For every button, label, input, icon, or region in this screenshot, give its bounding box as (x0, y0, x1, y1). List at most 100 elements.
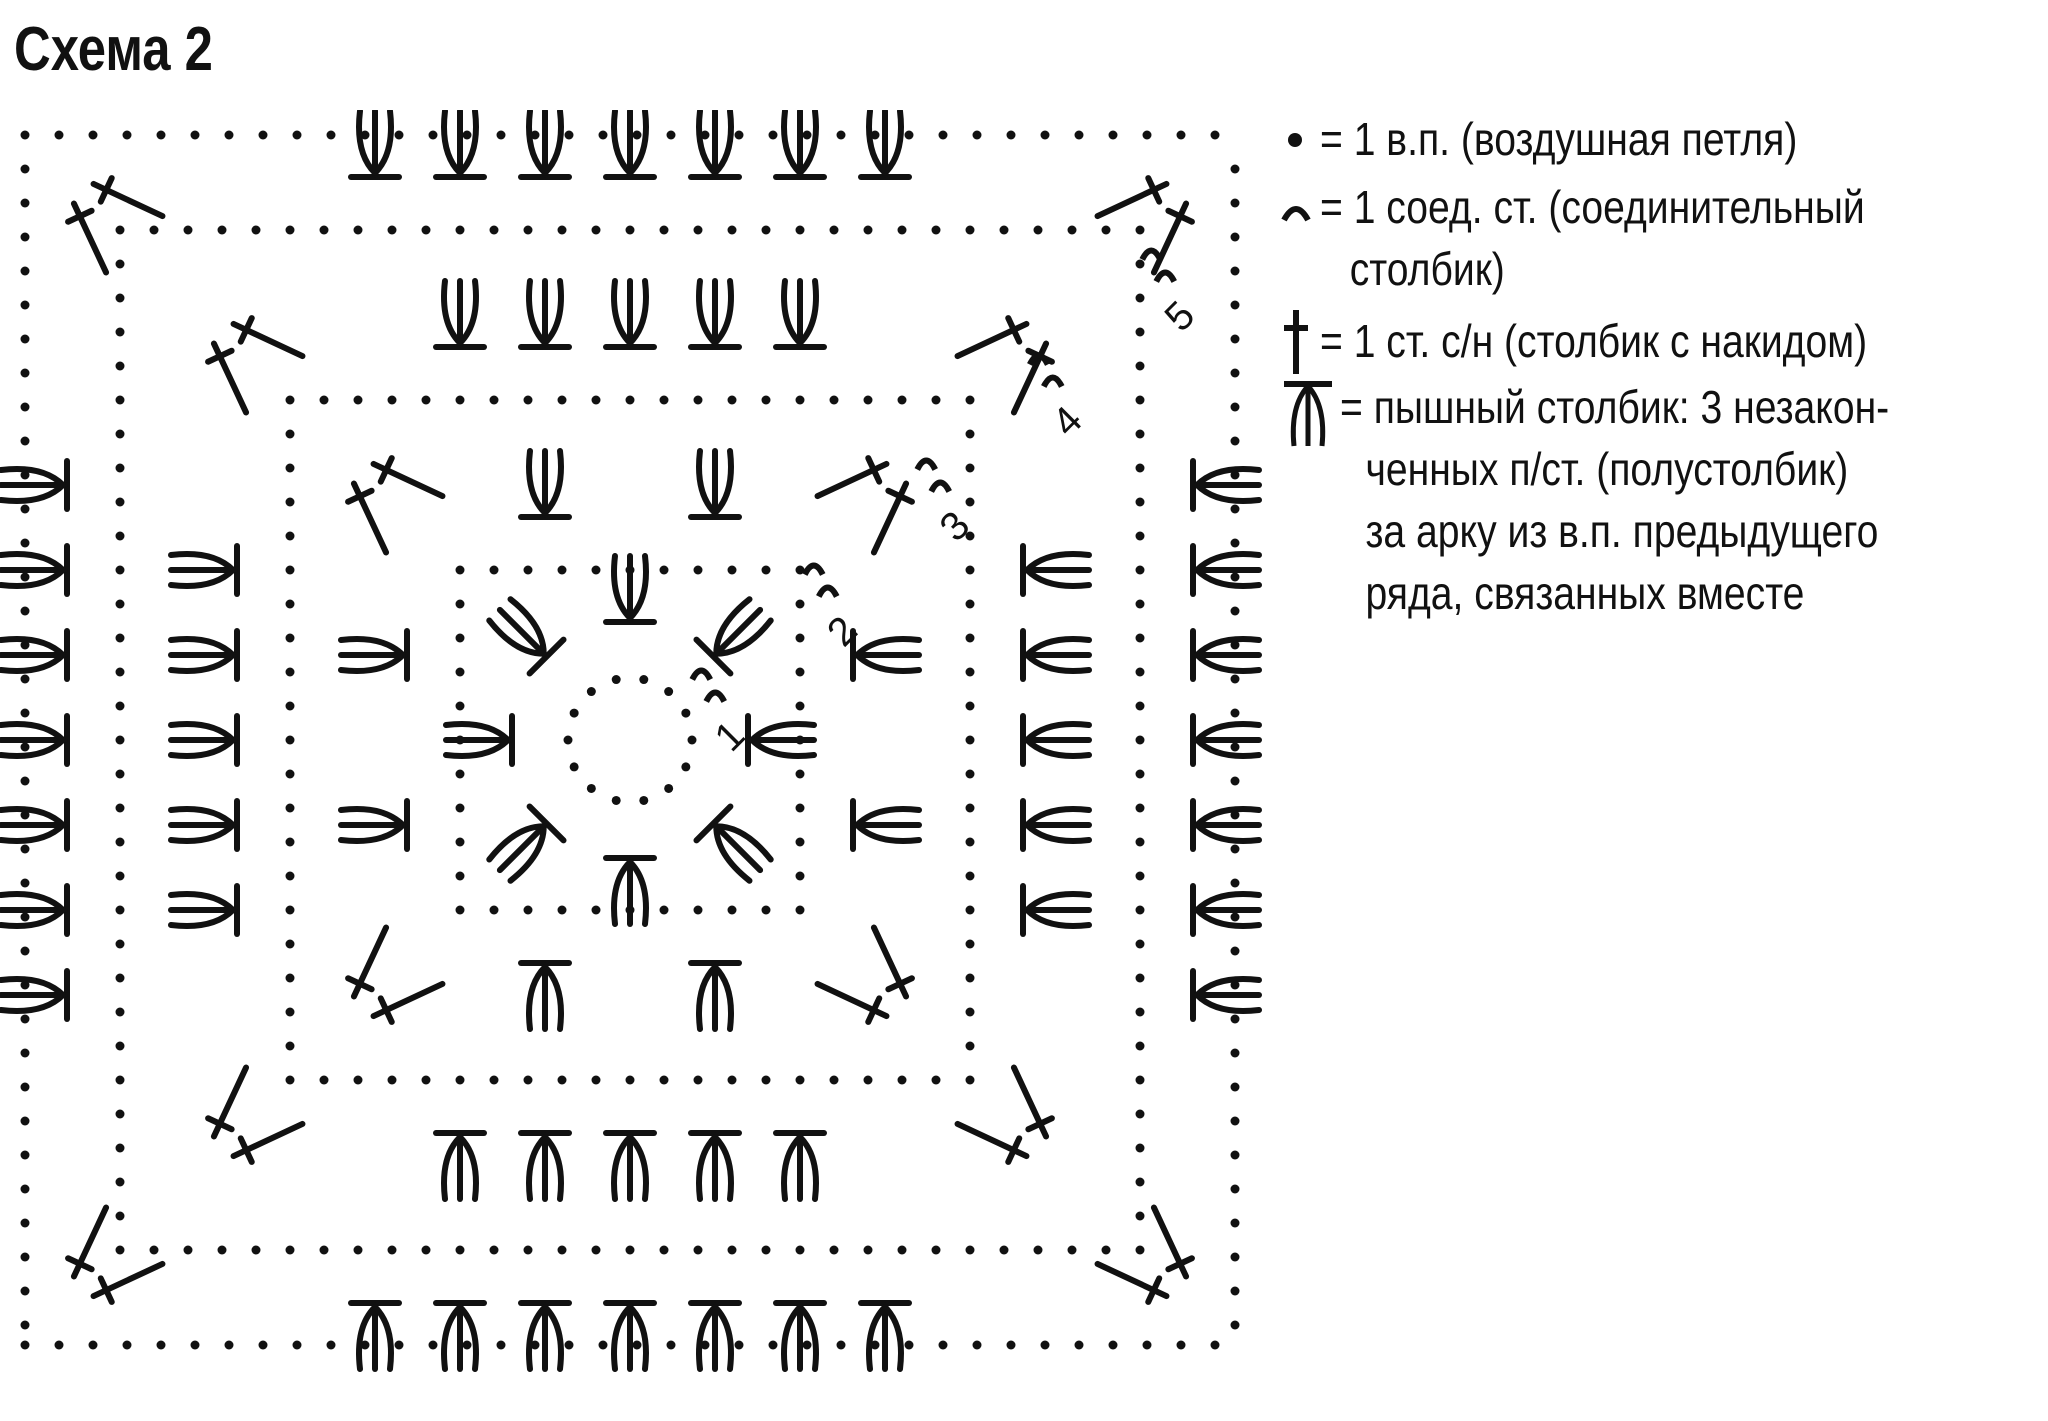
puff-stitch (486, 803, 567, 884)
chain-stitch (965, 395, 975, 405)
chain-stitch (115, 599, 125, 609)
puff-stitch (518, 1300, 572, 1372)
puff-stem (168, 891, 236, 913)
chain-stitch (353, 1245, 363, 1255)
puff-stem (0, 636, 66, 658)
puff-stem (781, 1304, 803, 1372)
chain-stitch (251, 225, 261, 235)
puff-stitch (486, 596, 567, 677)
chain-stitch (115, 1245, 125, 1255)
double-crochet (205, 340, 250, 416)
chain-stitch (897, 1075, 907, 1085)
puff-stitch (1190, 968, 1262, 1022)
puff-stitch (745, 713, 817, 767)
slip-arc (816, 584, 840, 598)
chain-stitch (829, 225, 839, 235)
chain-stitch (285, 973, 295, 983)
chain-stitch (1176, 1340, 1186, 1350)
chain-stitch (1135, 939, 1145, 949)
chain-stitch (387, 395, 397, 405)
puff-stem (627, 1304, 649, 1372)
dc-cross (885, 975, 915, 993)
chain-stitch (115, 1177, 125, 1187)
chain-stitch (1230, 538, 1240, 548)
slip-stitch (816, 584, 840, 598)
puff-stem (441, 110, 463, 176)
round-number-label: 5 (1157, 293, 1204, 340)
puff-stem (443, 737, 511, 759)
puff-stem (1024, 551, 1092, 573)
chain-stitch (1230, 776, 1240, 786)
chain-stitch (727, 565, 737, 575)
chain-stitch (557, 1245, 567, 1255)
puff-stem (1194, 652, 1262, 674)
chain-stitch (693, 1075, 703, 1085)
puff-stem (0, 806, 66, 828)
chain-stitch (965, 429, 975, 439)
puff-stitch (518, 960, 572, 1032)
puff-stem (1024, 806, 1092, 828)
dc-cross (1145, 1275, 1163, 1305)
puff-stem (713, 823, 774, 863)
chain-stitch (20, 742, 30, 752)
chain-stitch (115, 327, 125, 337)
puff-stem (749, 737, 817, 759)
puff-stem (0, 721, 66, 743)
chain-stitch (394, 1340, 404, 1350)
chain-stitch (394, 130, 404, 140)
puff-stem (882, 1304, 904, 1372)
chain-stitch (965, 531, 975, 541)
puff-stem (696, 1134, 718, 1202)
puff-stem (866, 1304, 888, 1372)
double-crochet (65, 200, 110, 276)
chain-stitch (1074, 130, 1084, 140)
chain-stitch (564, 130, 574, 140)
chain-stitch (734, 1340, 744, 1350)
chain-stitch (319, 395, 329, 405)
slip-arc (689, 667, 713, 681)
chain-stitch (285, 735, 295, 745)
puff-stitch (850, 798, 922, 852)
puff-stem (712, 1304, 734, 1372)
chain-stitch (666, 130, 676, 140)
chain-stitch (1135, 633, 1145, 643)
chain-stitch (285, 701, 295, 711)
chain-stitch (523, 395, 533, 405)
puff-stem (338, 652, 406, 674)
puff-stem (441, 278, 463, 346)
chain-stitch (931, 1245, 941, 1255)
dc-cross (885, 487, 915, 505)
chain-stitch (455, 769, 465, 779)
chain-stitch (727, 905, 737, 915)
puff-stem (542, 110, 564, 176)
chain-stitch (20, 1116, 30, 1126)
puff-stem (1024, 721, 1092, 743)
puff-stitch (0, 883, 70, 937)
chain-stitch (625, 1075, 635, 1085)
chain-stitch (421, 225, 431, 235)
puff-stem (496, 606, 549, 659)
chain-stitch (1135, 1109, 1145, 1119)
puff-stitch (443, 713, 515, 767)
puff-stitch (688, 960, 742, 1032)
puff-stem (457, 110, 479, 176)
double-crochet (1094, 1260, 1170, 1305)
chain-stitch (20, 674, 30, 684)
puff-stitch (518, 1130, 572, 1202)
double-crochet (814, 455, 890, 500)
puff-stem (611, 1304, 633, 1372)
legend-text-slip-stitch-line2: столбик) (1349, 243, 1505, 295)
chain-stitch (54, 130, 64, 140)
chain-stitch (115, 497, 125, 507)
chain-stitch (795, 633, 805, 643)
chain-stitch (611, 675, 621, 685)
chain-stitch (115, 1007, 125, 1017)
puff-stem (1194, 891, 1262, 913)
slip-stitch-icon (1281, 206, 1311, 222)
puff-stem (1024, 567, 1092, 589)
puff-stem (372, 1304, 394, 1372)
chain-stitch (863, 225, 873, 235)
chain-stitch (353, 225, 363, 235)
chain-stitch (1135, 1211, 1145, 1221)
chain-stitch (863, 1245, 873, 1255)
